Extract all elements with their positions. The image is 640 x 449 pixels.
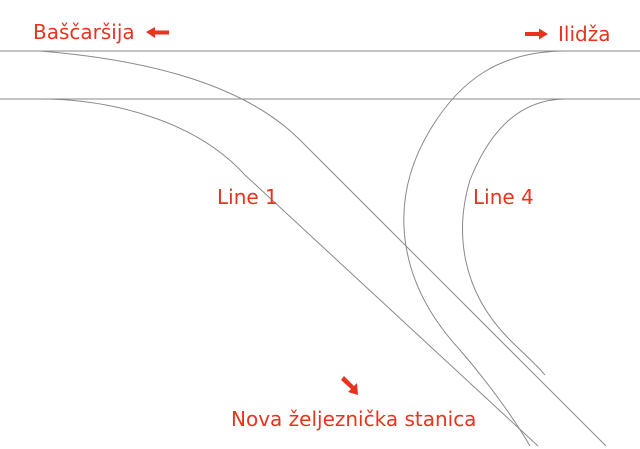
label-nova-zeljeznicka-stanica: Nova željeznička stanica — [231, 407, 476, 431]
label-ilidza: Ilidža — [558, 22, 610, 46]
arrow-down-right-icon — [341, 376, 358, 395]
label-line-4: Line 4 — [473, 185, 534, 209]
label-line-1: Line 1 — [217, 185, 278, 209]
arrow-right-icon — [525, 28, 548, 40]
line-1-track-outer — [39, 50, 607, 447]
line-4-track-inner — [462, 98, 567, 376]
line-1-track-inner — [39, 98, 539, 447]
label-bascarsija: Baščaršija — [33, 20, 135, 44]
arrow-left-icon — [146, 27, 169, 38]
line-4-track-outer — [403, 50, 567, 447]
